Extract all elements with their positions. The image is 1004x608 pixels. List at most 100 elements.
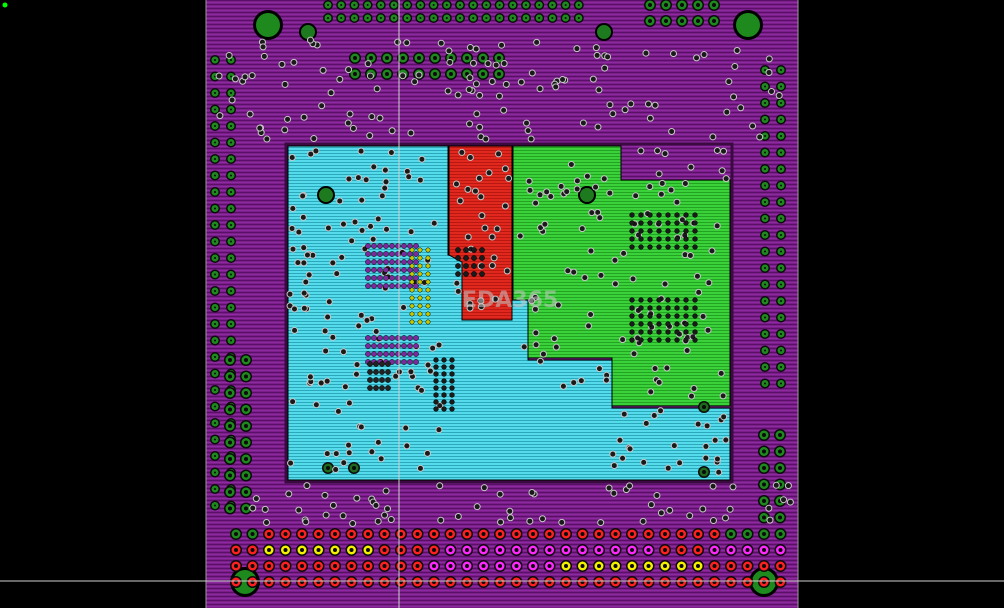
via[interactable] [354, 174, 362, 182]
via[interactable] [477, 297, 485, 305]
via[interactable] [466, 74, 474, 82]
via[interactable] [702, 454, 710, 462]
via[interactable] [670, 442, 678, 450]
header-pad-drill[interactable] [472, 4, 475, 6]
bga-ball[interactable] [433, 406, 439, 412]
via[interactable] [756, 133, 764, 141]
via[interactable] [541, 220, 549, 228]
via[interactable] [215, 72, 223, 80]
via[interactable] [713, 455, 721, 463]
via[interactable] [339, 220, 347, 228]
via[interactable] [367, 222, 375, 230]
header-pad-drill[interactable] [680, 19, 684, 23]
via[interactable] [321, 491, 329, 499]
via[interactable] [344, 119, 352, 127]
bga-ball[interactable] [629, 297, 635, 303]
edge-pad-drill[interactable] [228, 506, 232, 511]
connector-pad-row3-drill[interactable] [465, 564, 469, 568]
via[interactable] [341, 383, 349, 391]
via[interactable] [552, 83, 560, 91]
connector-pad-row3-drill[interactable] [267, 564, 271, 568]
via[interactable] [366, 132, 374, 140]
bga-ball[interactable] [638, 212, 644, 218]
connector-pad-row1-drill[interactable] [580, 532, 585, 536]
edge-pad-drill[interactable] [214, 389, 216, 391]
connector-pad-row3-drill[interactable] [514, 564, 519, 568]
via[interactable] [547, 193, 555, 201]
bga-ball[interactable] [629, 321, 635, 327]
bga-ball[interactable] [385, 385, 391, 391]
via[interactable] [694, 420, 702, 428]
edge-pad-drill[interactable] [230, 290, 232, 292]
bga-ball[interactable] [365, 275, 371, 281]
via[interactable] [488, 262, 496, 270]
via[interactable] [579, 119, 587, 127]
via[interactable] [597, 519, 605, 527]
bga-ball[interactable] [401, 259, 407, 265]
via[interactable] [688, 392, 696, 400]
bga-ball[interactable] [455, 271, 461, 277]
bga-ball[interactable] [425, 319, 431, 325]
via[interactable] [464, 233, 472, 241]
via[interactable] [686, 512, 694, 520]
connector-pad-row2-drill[interactable] [300, 548, 304, 552]
bga-ball[interactable] [413, 267, 419, 273]
via[interactable] [775, 91, 783, 99]
via[interactable] [722, 175, 730, 183]
connector-pad-row3-drill[interactable] [448, 564, 453, 568]
bga-ball[interactable] [377, 251, 383, 257]
via[interactable] [387, 148, 395, 156]
edge-pad-drill[interactable] [230, 158, 232, 160]
edge-pad-drill[interactable] [780, 250, 782, 253]
connector-pad-drill[interactable] [353, 56, 357, 60]
bga-ball[interactable] [373, 361, 379, 367]
via[interactable] [543, 188, 551, 196]
edge-pad-drill[interactable] [780, 118, 782, 121]
via[interactable] [621, 106, 629, 114]
via[interactable] [452, 180, 460, 188]
connector-pad-row2-drill[interactable] [250, 548, 255, 552]
via[interactable] [577, 377, 585, 385]
via[interactable] [476, 91, 484, 99]
connector-pad-row2-drill[interactable] [481, 548, 486, 552]
via[interactable] [458, 148, 466, 156]
bga-ball[interactable] [692, 297, 698, 303]
header-pad-drill[interactable] [680, 3, 684, 7]
via[interactable] [382, 487, 390, 495]
connector-pad-row1-drill[interactable] [778, 532, 783, 536]
via[interactable] [525, 177, 533, 185]
bga-ball[interactable] [383, 267, 389, 273]
edge-pad-drill[interactable] [780, 349, 782, 352]
header-pad-drill[interactable] [648, 3, 652, 7]
via[interactable] [730, 93, 738, 101]
via[interactable] [363, 316, 371, 324]
via[interactable] [332, 466, 340, 474]
via[interactable] [289, 398, 297, 406]
connector-pad-row3-drill[interactable] [729, 564, 733, 568]
connector-pad-row3-drill[interactable] [762, 564, 766, 568]
via[interactable] [372, 327, 380, 335]
bga-ball[interactable] [389, 275, 395, 281]
bga-ball[interactable] [371, 259, 377, 265]
bga-ball[interactable] [409, 287, 415, 293]
via[interactable] [501, 165, 509, 173]
header-pad-drill[interactable] [525, 4, 527, 6]
via[interactable] [288, 225, 296, 233]
edge-pad-drill[interactable] [764, 382, 766, 385]
via[interactable] [300, 259, 308, 267]
edge-pad-drill[interactable] [764, 184, 766, 187]
via[interactable] [646, 183, 654, 191]
bga-ball[interactable] [407, 343, 413, 349]
via[interactable] [657, 407, 665, 415]
edge-pad-drill[interactable] [230, 257, 232, 259]
connector-pad-row3-drill[interactable] [696, 564, 700, 568]
via[interactable] [605, 484, 613, 492]
edge-pad-drill[interactable] [778, 466, 782, 470]
edge-pad-drill[interactable] [230, 75, 232, 78]
bga-ball[interactable] [441, 406, 447, 412]
via[interactable] [370, 163, 378, 171]
bga-ball[interactable] [409, 255, 415, 261]
via[interactable] [332, 450, 340, 458]
bga-ball[interactable] [409, 279, 415, 285]
via[interactable] [368, 113, 376, 121]
